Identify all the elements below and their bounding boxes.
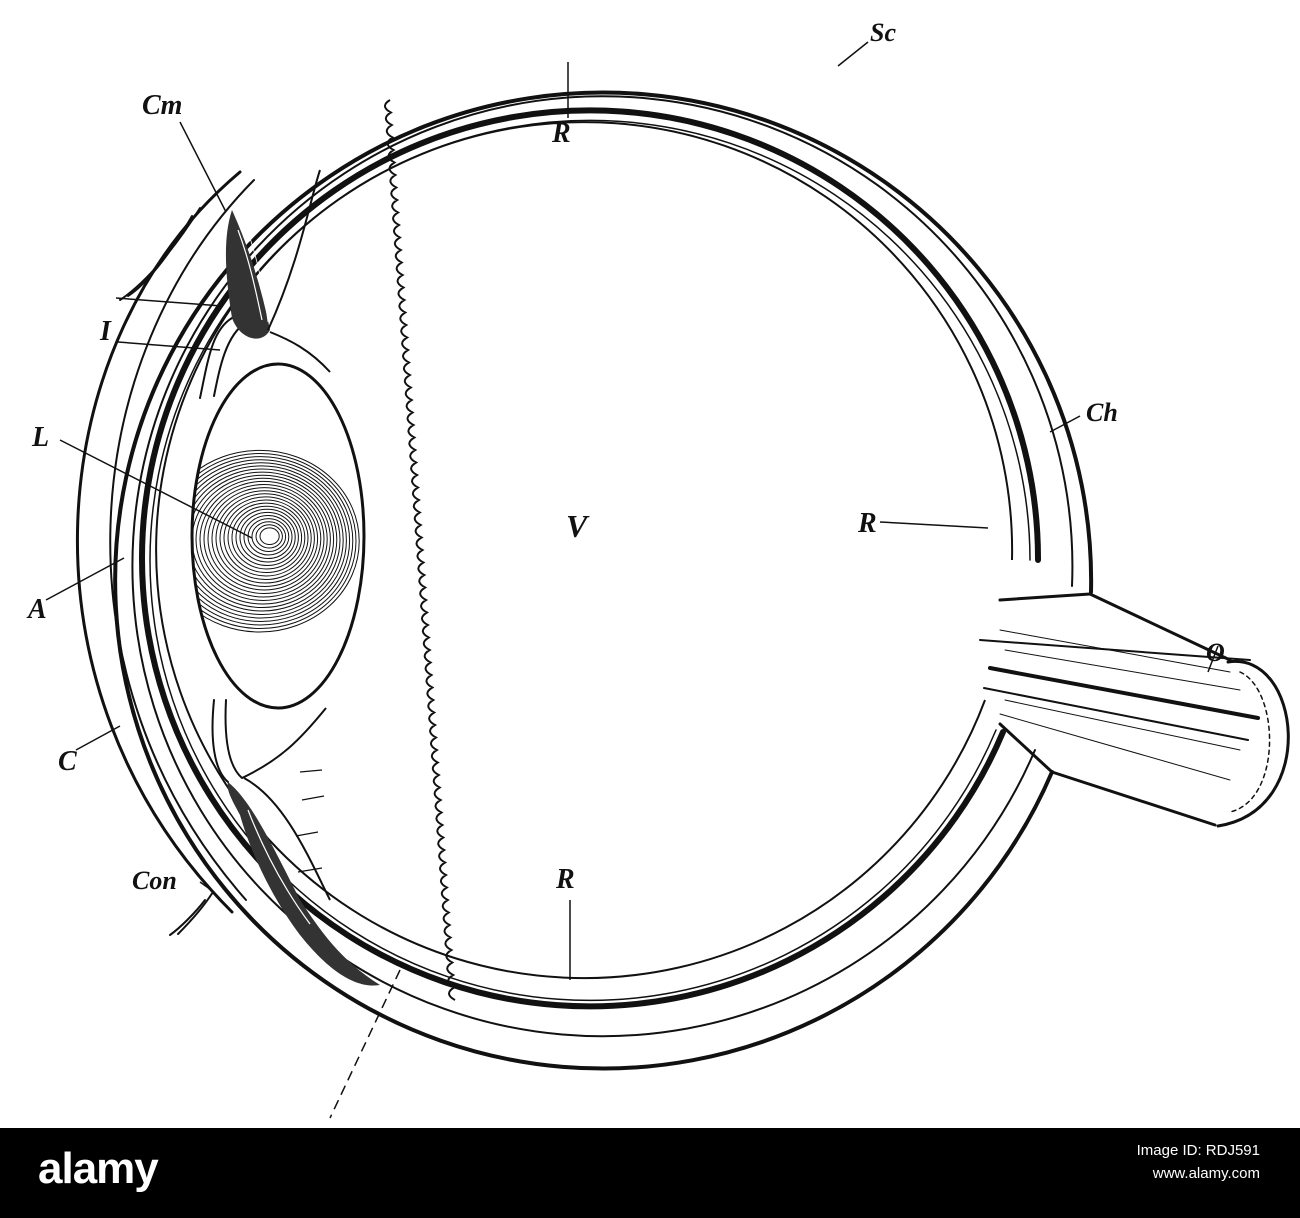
lens <box>190 362 366 710</box>
stock-banner: alamy Image ID: RDJ591 www.alamy.com <box>0 1128 1300 1218</box>
label-a: A <box>28 594 47 625</box>
suspensory-ligament <box>241 169 331 901</box>
ciliary-body-lower <box>227 782 380 986</box>
label-ch: Ch <box>1086 398 1118 427</box>
label-cm: Cm <box>142 90 183 121</box>
retina-line <box>155 121 1014 980</box>
optic-nerve <box>979 592 1290 828</box>
label-c: C <box>58 746 77 777</box>
cornea <box>75 170 255 914</box>
label-r-right: R <box>858 508 877 539</box>
ora-serrata <box>383 99 457 1001</box>
eye-cross-section-illustration <box>45 41 1290 1119</box>
label-con: Con <box>132 866 177 895</box>
conjunctiva <box>119 207 214 936</box>
label-v: V <box>566 508 588 544</box>
ciliary-ticks <box>295 769 325 873</box>
image-id: Image ID: RDJ591 <box>1136 1142 1260 1159</box>
label-o: O <box>1206 638 1225 667</box>
leader-lines <box>45 41 1219 980</box>
label-r-bottom: R <box>556 864 575 895</box>
choroid <box>139 107 1042 1010</box>
brand-logo: alamy <box>38 1144 159 1193</box>
stock-id-block: Image ID: RDJ591 www.alamy.com <box>1137 1140 1260 1185</box>
label-i: I <box>100 316 111 347</box>
label-l: L <box>32 422 50 453</box>
dashed-line <box>329 969 401 1119</box>
site-url: www.alamy.com <box>1152 1164 1260 1182</box>
eye-diagram: Sc Cm R I L Ch V R A O C Con R <box>28 18 1290 1119</box>
sclera <box>113 90 1094 1071</box>
label-r-top: R <box>552 118 571 149</box>
ciliary-body-upper <box>225 210 270 339</box>
label-sc: Sc <box>870 18 896 47</box>
